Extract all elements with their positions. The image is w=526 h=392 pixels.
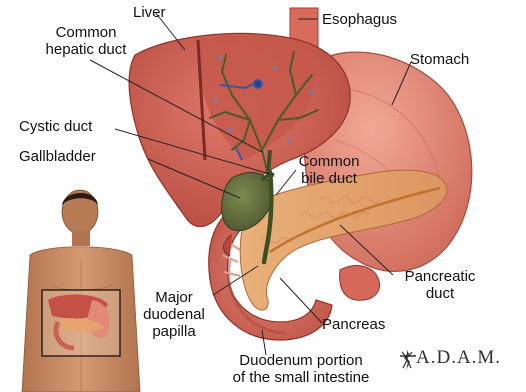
body-inset-figure bbox=[22, 190, 140, 392]
label-common-bile-duct: Common bile duct bbox=[286, 153, 372, 187]
adam-logo: A.D.A.M. bbox=[396, 347, 514, 373]
label-stomach: Stomach bbox=[410, 51, 469, 68]
label-major-duodenal-papilla: Major duodenal papilla bbox=[126, 289, 222, 340]
label-liver: Liver bbox=[133, 4, 166, 21]
label-cystic-duct: Cystic duct bbox=[19, 118, 92, 135]
adam-logo-text: A.D.A.M. bbox=[416, 347, 501, 369]
label-pancreas: Pancreas bbox=[322, 316, 385, 333]
label-gallbladder: Gallbladder bbox=[19, 148, 96, 165]
label-pancreatic-duct: Pancreatic duct bbox=[390, 268, 490, 302]
label-duodenum-small-intestine: Duodenum portion of the small intestine bbox=[206, 352, 396, 386]
label-esophagus: Esophagus bbox=[322, 11, 397, 28]
label-common-hepatic-duct: Common hepatic duct bbox=[20, 24, 152, 58]
